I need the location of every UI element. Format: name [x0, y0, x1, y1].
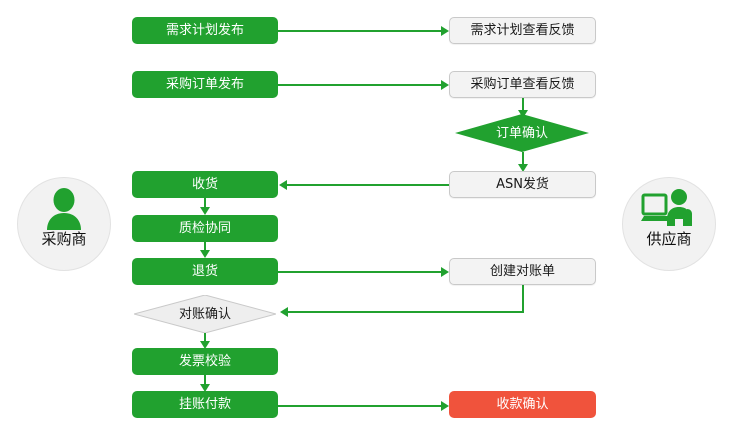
node-label: 对账确认 [178, 306, 231, 322]
node-payable-payment[interactable]: 挂账付款 [132, 391, 278, 418]
node-label: ASN发货 [496, 177, 549, 192]
edge-invoice-to-payment [204, 375, 206, 386]
actor-supplier: 供应商 [622, 177, 716, 271]
node-label: 需求计划查看反馈 [470, 23, 575, 38]
edge-payment-to-receipt [278, 405, 442, 407]
edge-statement-to-confirm-vertical [522, 285, 524, 313]
edge-asn-to-receive-arrowhead [279, 180, 287, 190]
diamond-shape [455, 114, 589, 152]
node-demand-plan-publish[interactable]: 需求计划发布 [132, 17, 278, 44]
node-quality-collab[interactable]: 质检协同 [132, 215, 278, 242]
node-label: 订单确认 [495, 125, 548, 141]
node-order-confirm[interactable]: 订单确认 [455, 114, 589, 152]
node-label: 采购订单查看反馈 [470, 77, 575, 92]
node-receive-goods[interactable]: 收货 [132, 171, 278, 198]
edge-return-to-statement [278, 271, 442, 273]
edge-receive-to-qc-arrowhead [200, 207, 210, 215]
node-label: 需求计划发布 [165, 23, 244, 38]
node-po-publish[interactable]: 采购订单发布 [132, 71, 278, 98]
node-demand-plan-feedback[interactable]: 需求计划查看反馈 [449, 17, 596, 44]
node-create-statement[interactable]: 创建对账单 [449, 258, 596, 285]
edge-payment-to-receipt-arrowhead [441, 401, 449, 411]
node-label: 收款确认 [496, 397, 549, 412]
edge-statement-to-confirm-arrowhead [280, 307, 288, 317]
edge-po-to-confirm [522, 98, 524, 112]
edge-qc-to-return-arrowhead [200, 250, 210, 258]
edge-confirm-to-invoice [204, 332, 206, 343]
node-label: 挂账付款 [178, 397, 231, 412]
edge-return-to-statement-arrowhead [441, 267, 449, 277]
person-icon [47, 188, 81, 230]
actor-supplier-label: 供应商 [646, 230, 692, 248]
edge-confirm-to-invoice-arrowhead [200, 341, 210, 349]
node-receipt-confirm[interactable]: 收款确认 [449, 391, 596, 418]
edge-statement-to-confirm-horizontal [288, 311, 524, 313]
node-asn-ship[interactable]: ASN发货 [449, 171, 596, 198]
diamond-shape [134, 295, 276, 333]
edge-po-publish-arrowhead [441, 80, 449, 90]
node-po-feedback[interactable]: 采购订单查看反馈 [449, 71, 596, 98]
node-statement-confirm[interactable]: 对账确认 [134, 295, 276, 333]
actor-buyer: 采购商 [17, 177, 111, 271]
edge-po-publish [278, 84, 442, 86]
edge-confirm-to-asn [522, 152, 524, 166]
edge-invoice-to-payment-arrowhead [200, 384, 210, 392]
node-label: 收货 [191, 177, 218, 192]
node-invoice-verify[interactable]: 发票校验 [132, 348, 278, 375]
node-label: 创建对账单 [489, 264, 555, 279]
node-label: 采购订单发布 [165, 77, 244, 92]
edge-qc-to-return [204, 242, 206, 253]
edge-receive-to-qc [204, 198, 206, 209]
edge-asn-to-receive [287, 184, 449, 186]
node-label: 发票校验 [178, 354, 231, 369]
edge-confirm-to-asn-arrowhead [518, 164, 528, 172]
actor-buyer-label: 采购商 [41, 230, 87, 248]
node-label: 质检协同 [178, 221, 231, 236]
node-label: 退货 [191, 264, 218, 279]
edge-po-to-confirm-arrowhead [518, 110, 528, 118]
edge-demand-plan [278, 30, 442, 32]
node-return-goods[interactable]: 退货 [132, 258, 278, 285]
person-at-computer-icon [641, 189, 692, 226]
edge-demand-plan-arrowhead [441, 26, 449, 36]
